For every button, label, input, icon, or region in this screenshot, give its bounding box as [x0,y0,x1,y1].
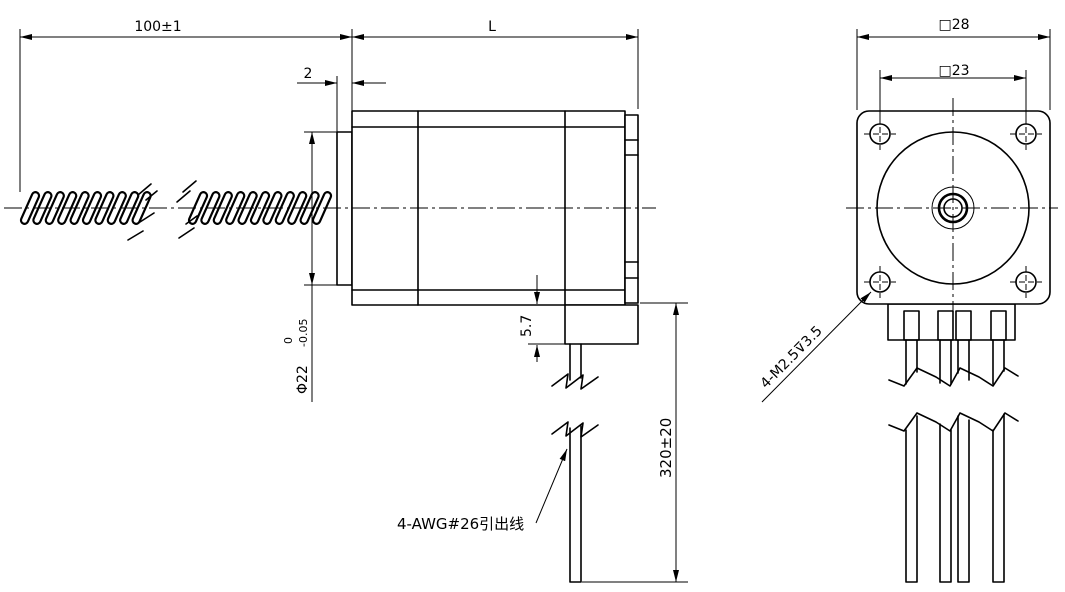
wire-break-bottom [551,421,599,438]
side-view: 100±1 L 2 Φ22 0 -0.05 5.7 320±20 4-AWG#2… [4,19,688,583]
motor-body [351,110,639,345]
wire-length-label: 320±20 [657,418,675,478]
end-center-lines [846,98,1058,320]
rear-cap [624,114,639,304]
boss-height-label: 2 [304,66,313,82]
wire-sleeve [937,310,954,341]
wire-lower [905,415,918,583]
wire-break-bottom [888,412,1019,432]
body-chamfer-lines [351,126,626,291]
wire-spec-label: 4-AWG#26引出线 [397,515,524,533]
side-extension-lines [19,29,688,583]
screw-thread [225,191,246,225]
hole-spacing-label: □23 [938,63,969,79]
wire-break-top [888,367,1019,387]
boss-diameter-label: Φ22 [295,365,311,394]
screw-thread [19,191,41,225]
break-mark-left [127,183,158,241]
lead-wires-end [888,339,1019,583]
wire-offset-label: 5.7 [519,315,535,337]
wire-exit-block [564,304,639,345]
leader-line-wire-label [535,448,568,524]
end-view: □28 □23 4-M2.5⊽3.5 [757,17,1058,583]
wire-lower [569,425,582,583]
leader-line-mounting-hole [761,291,872,403]
boss-tolerance-lower: -0.05 [297,319,310,347]
screw-thread [274,191,295,225]
mounting-holes [864,118,1042,298]
screw-thread [311,191,333,225]
mounting-hole-label: 4-M2.5⊽3.5 [757,323,825,392]
screw-thread [106,191,127,225]
wire-lower [992,413,1005,583]
connector-housing [887,303,1016,341]
extension-line [856,29,1051,110]
wire-lower [957,415,970,583]
boss-tolerance-upper: 0 [282,337,295,344]
wire-sleeve [955,310,972,341]
screw-thread [187,191,209,225]
rear-cap-notches [624,139,639,279]
wire-upper [569,343,582,381]
wire-lower [939,423,952,583]
break-mark-right [176,180,198,239]
wire-sleeve [990,310,1007,341]
flange-size-label: □28 [938,17,969,33]
wire-connector [887,303,1016,341]
screw-break-marks [127,180,198,241]
wire-break-top [551,373,599,390]
wire-sleeve [903,310,920,341]
screw-thread [44,191,65,225]
body-length-label: L [488,19,496,35]
lead-screw-length-label: 100±1 [134,19,181,35]
lead-wire-side [551,343,599,583]
wires-upper [905,339,1005,385]
